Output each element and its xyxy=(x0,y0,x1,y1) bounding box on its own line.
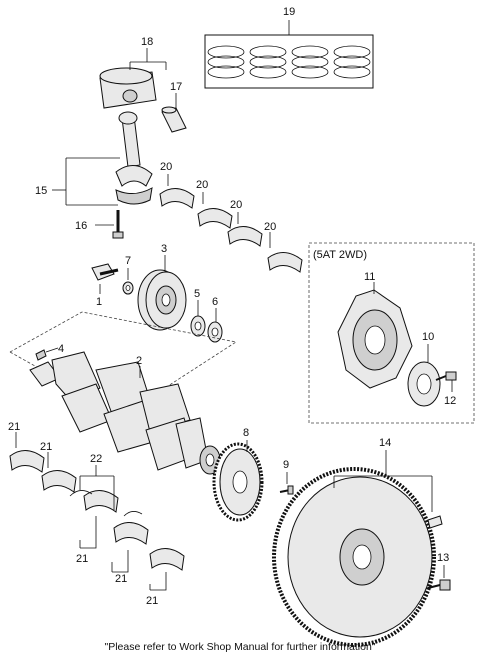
main-bearing-shells-lower xyxy=(9,450,185,571)
callout-9: 9 xyxy=(283,459,289,471)
drive-plate xyxy=(337,289,413,389)
oil-pump-sprocket xyxy=(207,321,223,343)
crankshaft-pulley xyxy=(137,269,187,331)
pulley-bolt xyxy=(91,263,119,281)
ring-gear-plate xyxy=(212,442,264,522)
callout-6: 6 xyxy=(212,296,218,308)
callout-8: 8 xyxy=(243,427,249,439)
drive-plate-bolt xyxy=(435,371,457,381)
callout-13: 13 xyxy=(437,552,449,564)
crankshaft xyxy=(29,351,221,475)
callout-4: 4 xyxy=(58,343,64,355)
flywheel-dowel xyxy=(427,515,443,529)
crankshaft-key xyxy=(35,349,47,361)
piston xyxy=(99,67,157,109)
callout-14: 14 xyxy=(379,437,391,449)
callout-2: 2 xyxy=(136,355,142,367)
callout-5: 5 xyxy=(194,288,200,300)
connecting-rod xyxy=(115,111,153,205)
variant-box xyxy=(308,242,475,424)
callout-10: 10 xyxy=(422,331,434,343)
callout-1: 1 xyxy=(96,296,102,308)
callout-21d: 21 xyxy=(115,573,127,585)
piston-pin xyxy=(161,106,187,133)
callout-19: 19 xyxy=(283,6,295,18)
callout-20a: 20 xyxy=(160,161,172,173)
rod-bolt xyxy=(112,210,124,239)
footer-note: "Please refer to Work Shop Manual for fu… xyxy=(104,641,375,653)
washer xyxy=(122,281,134,295)
callout-15: 15 xyxy=(35,185,47,197)
callout-21b: 21 xyxy=(40,441,52,453)
callout-17: 17 xyxy=(170,81,182,93)
callout-11: 11 xyxy=(364,271,375,283)
callout-18: 18 xyxy=(141,36,153,48)
callout-20b: 20 xyxy=(196,179,208,191)
piston-ring-set xyxy=(204,20,374,89)
callout-12: 12 xyxy=(444,395,456,407)
main-bearing-shells-upper xyxy=(159,188,303,273)
thrust-washers xyxy=(69,490,143,517)
ring-gear-bolt xyxy=(279,485,294,495)
timing-sprocket xyxy=(190,315,206,337)
callout-3: 3 xyxy=(161,243,167,255)
adaptor-plate xyxy=(407,361,441,407)
callout-21a: 21 xyxy=(8,421,20,433)
callout-21e: 21 xyxy=(146,595,158,607)
callout-16: 16 xyxy=(75,220,87,232)
flywheel-bolt xyxy=(427,579,451,591)
callout-20d: 20 xyxy=(264,221,276,233)
flywheel xyxy=(272,467,436,647)
callout-21c: 21 xyxy=(76,553,88,565)
variant-box-label: (5AT 2WD) xyxy=(313,249,367,261)
callout-20c: 20 xyxy=(230,199,242,211)
callout-7: 7 xyxy=(125,255,131,267)
callout-22: 22 xyxy=(90,453,102,465)
callout-labels: 19 18 17 15 16 20 20 20 20 3 7 1 5 6 4 2… xyxy=(8,6,456,607)
